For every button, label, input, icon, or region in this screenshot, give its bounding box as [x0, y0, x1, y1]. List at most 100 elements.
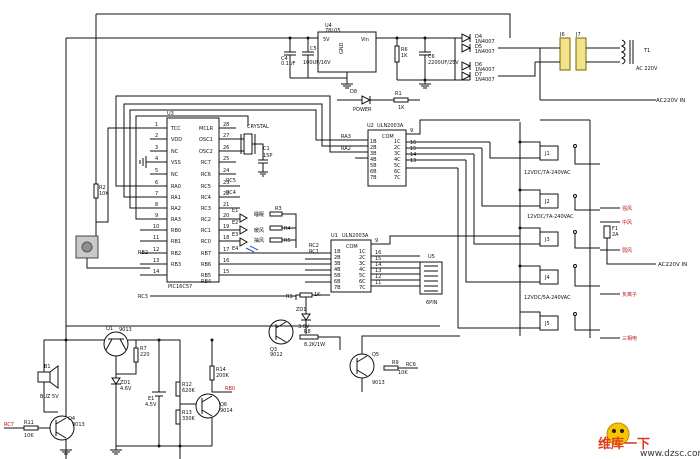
buzzer-b1 [37, 371, 51, 383]
label-r8-val: 8.2K/1W [304, 342, 325, 348]
label-ac-mid: AC220V IN [658, 262, 687, 268]
label-t1: T1 [643, 48, 650, 54]
connector-u5-body [419, 261, 443, 295]
relay-coil-j3 [539, 231, 559, 247]
label-r9-val: 10K [398, 370, 408, 376]
svg-text:5B: 5B [334, 273, 341, 279]
svg-text:27: 27 [223, 133, 229, 139]
resistor-r3b [299, 292, 313, 298]
label-bz1: B1 [44, 364, 51, 370]
label-r1-val: 1K [398, 105, 405, 111]
label-d7: D7 [475, 72, 482, 78]
svg-text:7B: 7B [370, 175, 377, 181]
label-d4: D4 [475, 34, 482, 40]
svg-text:5C: 5C [394, 163, 401, 169]
label-d8: D8 [350, 89, 357, 95]
svg-text:RC5: RC5 [201, 184, 211, 190]
svg-text:6: 6 [155, 180, 158, 186]
label-d7-part: 1N4007 [475, 77, 495, 83]
relay-coil-j1 [539, 145, 559, 161]
label-crystal: CRYSTAL [247, 124, 269, 130]
label-c5-val: 100UF/16V [303, 60, 331, 66]
label-rc4: RC4 [226, 190, 236, 196]
svg-text:1: 1 [155, 122, 158, 128]
svg-text:2B: 2B [370, 145, 377, 151]
label-relay-spec2: 12VDC/7A-240VAC [527, 214, 574, 220]
svg-text:RB2: RB2 [171, 251, 181, 257]
svg-text:RB7: RB7 [201, 251, 211, 257]
label-r12: R12 [182, 382, 192, 388]
label-led-warm: 暖风 [254, 227, 264, 234]
resistor-r6 [394, 45, 400, 63]
svg-text:NC: NC [171, 172, 179, 178]
svg-text:5: 5 [155, 168, 158, 174]
svg-text:16: 16 [223, 258, 229, 264]
label-r14: R14 [216, 367, 226, 373]
label-r2: R2 [99, 185, 106, 191]
svg-text:NC: NC [171, 149, 179, 155]
svg-text:RC4: RC4 [201, 195, 211, 201]
svg-text:4B: 4B [334, 267, 341, 273]
label-ra3: RA3 [341, 134, 351, 140]
svg-text:1B: 1B [334, 249, 341, 255]
label-r14-val: 200K [216, 373, 230, 379]
label-ac-top: AC220V IN [656, 98, 685, 104]
label-e2: E2 [232, 220, 238, 226]
driver-u2-body [367, 129, 407, 187]
svg-text:RB5: RB5 [201, 273, 211, 279]
label-r13: R13 [182, 410, 192, 416]
svg-text:24: 24 [223, 168, 229, 174]
svg-text:13: 13 [410, 158, 416, 164]
svg-text:12: 12 [153, 247, 159, 253]
label-out-threephase: 三相电 [622, 335, 637, 342]
svg-text:6C: 6C [359, 279, 366, 285]
svg-text:13: 13 [375, 268, 381, 274]
label-out-strong: 强风 [622, 206, 632, 212]
svg-text:15: 15 [223, 269, 229, 275]
svg-text:15: 15 [410, 146, 416, 152]
label-e1: E1 [232, 208, 238, 214]
svg-text:RC0: RC0 [201, 239, 211, 245]
watermark-logo [606, 422, 630, 446]
svg-text:22: 22 [223, 191, 229, 197]
label-d6: D6 [475, 62, 482, 68]
label-r-1k: 1K [314, 292, 321, 298]
svg-text:11: 11 [153, 235, 159, 241]
svg-text:RA0: RA0 [171, 184, 181, 190]
svg-text:1C: 1C [359, 249, 366, 255]
label-u2-com: COM [382, 134, 394, 140]
svg-text:5B: 5B [370, 163, 377, 169]
svg-text:9: 9 [375, 238, 378, 244]
svg-text:6B: 6B [370, 169, 377, 175]
label-zd1-val: 4.6V [120, 386, 132, 392]
label-rb0b: RB0 [225, 386, 235, 392]
label-j5: J5 [544, 321, 550, 327]
label-r13-val: 330K [182, 416, 196, 422]
label-u5-part: 6PIN [426, 300, 438, 306]
led-d8 [361, 95, 372, 105]
label-q6-part: 9014 [220, 408, 233, 414]
label-r3: R3 [275, 206, 282, 212]
label-led-sleep: 睡眠 [254, 211, 264, 218]
label-r6-val: 1K [401, 53, 408, 59]
label-q4-part: 9013 [72, 422, 85, 428]
label-t1-val: AC 220V [636, 66, 658, 72]
led-e1 [239, 213, 249, 223]
svg-text:OSC2: OSC2 [199, 149, 213, 155]
transistor-q5 [349, 353, 375, 379]
svg-text:6C: 6C [394, 169, 401, 175]
label-j7: J7 [575, 32, 581, 38]
regulator-u4 [317, 31, 377, 73]
label-j4: J4 [544, 275, 550, 281]
resistor-r5 [269, 237, 283, 243]
label-rb2: RB2 [138, 250, 148, 256]
svg-text:9: 9 [155, 213, 158, 219]
zener-zd1 [111, 377, 121, 385]
svg-text:VSS: VSS [171, 160, 181, 166]
fuse-f1 [603, 225, 611, 239]
crystal [243, 133, 253, 155]
transformer-t1 [620, 39, 626, 65]
svg-text:RC1: RC1 [201, 228, 211, 234]
